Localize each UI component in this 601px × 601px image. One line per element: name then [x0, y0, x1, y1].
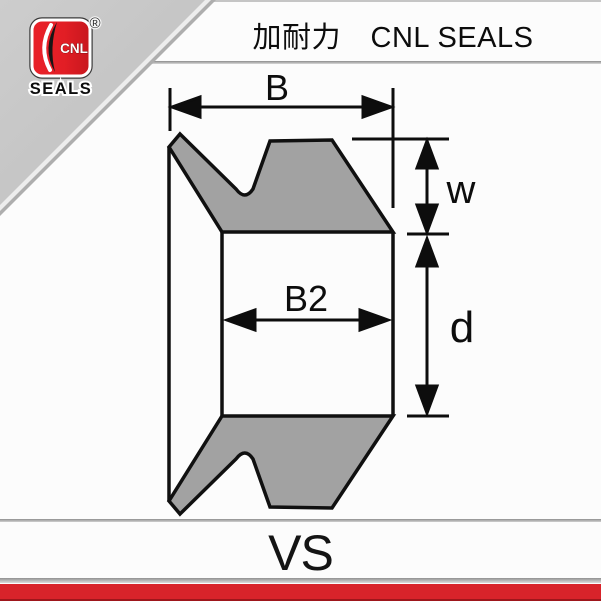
dim-b2-arrowhead-right	[358, 307, 393, 333]
logo-crescent-icon	[48, 22, 57, 72]
page-title: 加耐力 CNL SEALS	[252, 22, 534, 54]
dim-d-arrowhead-down	[414, 384, 440, 418]
dim-w-arrowhead-down	[414, 203, 440, 237]
logo-white-border	[30, 18, 92, 78]
registered-trademark-icon: ®	[89, 15, 100, 32]
label-d: d	[450, 303, 474, 352]
cnl-logo-mark: CNL ® SEALS	[28, 14, 102, 100]
label-w: w	[446, 168, 476, 212]
logo-cnl-text: CNL	[60, 41, 88, 56]
dim-d-arrowhead-up	[414, 234, 440, 268]
brand-logo: CNL ® SEALS	[24, 12, 104, 100]
footer-divider-upper	[0, 519, 601, 522]
title-underline	[0, 61, 601, 64]
model-label: VS	[268, 525, 334, 581]
dim-w-arrowhead-up	[414, 136, 440, 170]
footer-red-bar	[0, 584, 601, 601]
dim-b-arrowhead-right	[361, 94, 396, 120]
dim-b2-arrowhead-left	[222, 307, 257, 333]
dim-b-arrowhead-left	[167, 94, 202, 120]
top-edge-line	[210, 0, 601, 2]
logo-white-arc-icon	[42, 23, 53, 72]
label-b2: B2	[284, 278, 328, 319]
seal-lower-lip	[166, 414, 397, 517]
logo-seals-text: SEALS	[30, 80, 93, 98]
seal-upper-lip	[166, 131, 397, 234]
footer-divider-lower	[0, 578, 601, 583]
label-b: B	[265, 67, 289, 108]
